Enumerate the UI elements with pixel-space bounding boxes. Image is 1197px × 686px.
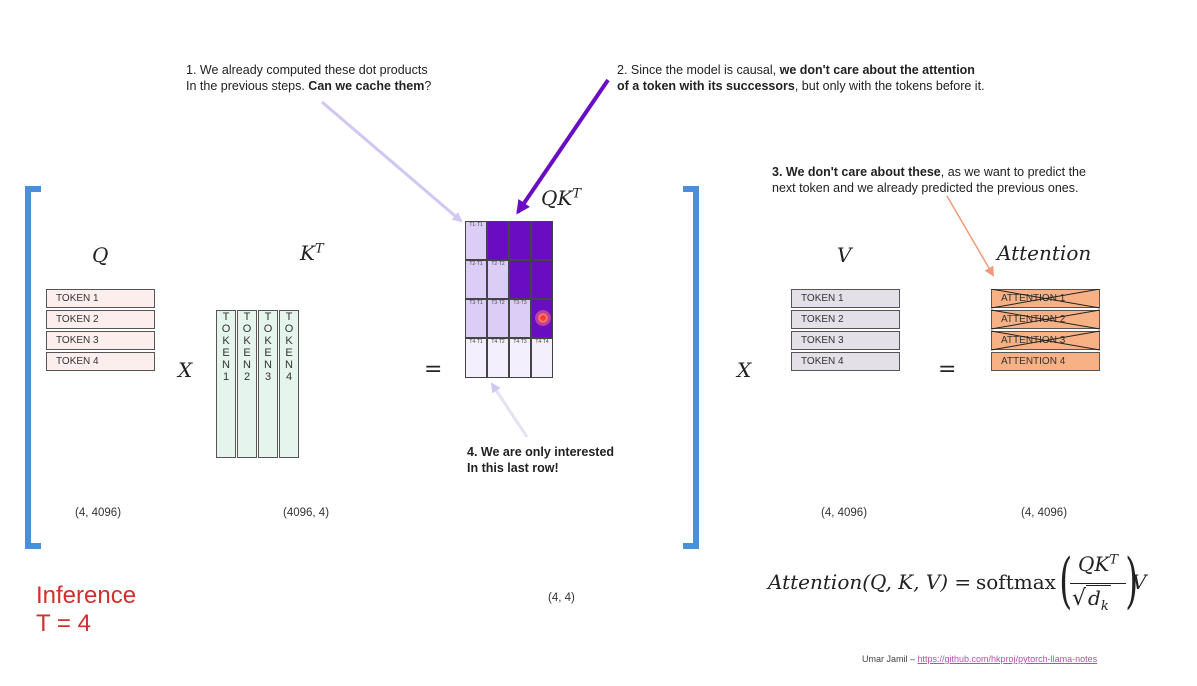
qkt-label: QKT bbox=[541, 186, 582, 210]
arrow-last-row bbox=[490, 382, 529, 438]
annotation-last-row: 4. We are only interested In this last r… bbox=[467, 444, 614, 476]
attention-row-4: ATTENTION 4 bbox=[991, 352, 1100, 371]
formula-denominator: √dk bbox=[1072, 585, 1111, 614]
qkt-cell-3-1: T3·T1 bbox=[465, 299, 487, 338]
annotation-causal-line1: 2. Since the model is causal, we don't c… bbox=[617, 63, 975, 77]
formula-lhs: Attention(Q, K, V) = bbox=[768, 570, 972, 594]
q-row-3: TOKEN 3 bbox=[46, 331, 155, 350]
formula-right-paren: ) bbox=[1125, 546, 1139, 616]
qkt-matrix: T1·T1 T2·T1 T2·T2 T3·T1 T3·T2 T3·T3 T4·T… bbox=[465, 221, 553, 378]
attention-matrix: ATTENTION 1 ATTENTION 2 ATTENTION 3 ATTE… bbox=[991, 289, 1100, 373]
arrow-cache bbox=[321, 100, 463, 223]
arrow-causal bbox=[516, 78, 610, 215]
right-bracket bbox=[683, 186, 699, 549]
q-matrix: TOKEN 1 TOKEN 2 TOKEN 3 TOKEN 4 bbox=[46, 289, 155, 373]
cursor-highlight-icon bbox=[535, 310, 551, 326]
attention-dimensions: (4, 4096) bbox=[1021, 507, 1068, 519]
footer-credit: Umar Jamil – https://github.com/hkproj/p… bbox=[862, 654, 1097, 664]
kt-dimensions: (4096, 4) bbox=[283, 507, 330, 519]
annotation-cache: 1. We already computed these dot product… bbox=[186, 62, 431, 94]
q-row-1: TOKEN 1 bbox=[46, 289, 155, 308]
qkt-cell-3-2: T3·T2 bbox=[487, 299, 509, 338]
annotation-last-row-line1: 4. We are only interested bbox=[467, 445, 615, 459]
qkt-cell-1-1: T1·T1 bbox=[465, 221, 487, 260]
q-row-2: TOKEN 2 bbox=[46, 310, 155, 329]
qkt-cell-1-2 bbox=[487, 221, 509, 260]
left-bracket bbox=[25, 186, 41, 549]
annotation-previous: 3. We don't care about these, as we want… bbox=[772, 164, 1086, 196]
footer-author: Umar Jamil – bbox=[862, 654, 918, 664]
crossed-out-rows-icon bbox=[991, 289, 1100, 351]
formula-numerator: QKT bbox=[1077, 552, 1118, 576]
qkt-cell-2-3 bbox=[509, 260, 531, 299]
kt-label: KT bbox=[300, 241, 324, 265]
annotation-cache-line2: In the previous steps. Can we cache them… bbox=[186, 79, 432, 93]
qkt-cell-3-3: T3·T3 bbox=[509, 299, 531, 338]
formula-rhs: V bbox=[1132, 570, 1147, 594]
qkt-cell-2-1: T2·T1 bbox=[465, 260, 487, 299]
attention-label: Attention bbox=[997, 241, 1092, 265]
q-dimensions: (4, 4096) bbox=[75, 507, 122, 519]
qkt-cell-1-4 bbox=[531, 221, 553, 260]
inference-title: Inference bbox=[36, 582, 137, 609]
annotation-last-row-line2: In this last row! bbox=[467, 461, 559, 475]
v-matrix: TOKEN 1 TOKEN 2 TOKEN 3 TOKEN 4 bbox=[791, 289, 900, 373]
v-row-3: TOKEN 3 bbox=[791, 331, 900, 350]
qkt-cell-1-3 bbox=[509, 221, 531, 260]
equals-symbol-1: = bbox=[424, 357, 443, 382]
qkt-dimensions: (4, 4) bbox=[548, 592, 575, 604]
footer-link[interactable]: https://github.com/hkproj/pytorch-llama-… bbox=[917, 654, 1098, 664]
equals-symbol-2: = bbox=[938, 357, 957, 382]
q-row-4: TOKEN 4 bbox=[46, 352, 155, 371]
v-row-2: TOKEN 2 bbox=[791, 310, 900, 329]
multiply-symbol-1: X bbox=[178, 358, 193, 382]
multiply-symbol-2: X bbox=[737, 358, 752, 382]
annotation-causal-line2: of a token with its successors, but only… bbox=[617, 79, 985, 93]
qkt-cell-2-4 bbox=[531, 260, 553, 299]
annotation-causal: 2. Since the model is causal, we don't c… bbox=[617, 62, 985, 94]
formula-fraction-bar bbox=[1070, 583, 1126, 584]
q-label: Q bbox=[92, 243, 109, 267]
inference-label: Inference T = 4 bbox=[36, 582, 136, 638]
arrow-previous bbox=[946, 195, 995, 277]
annotation-cache-line1: 1. We already computed these dot product… bbox=[186, 63, 428, 77]
annotation-previous-line1: 3. We don't care about these, as we want… bbox=[772, 165, 1086, 179]
sqrt-icon: √ bbox=[1072, 586, 1087, 611]
inference-step: T = 4 bbox=[36, 610, 91, 637]
v-row-4: TOKEN 4 bbox=[791, 352, 900, 371]
qkt-cell-2-2: T2·T2 bbox=[487, 260, 509, 299]
annotation-previous-line2: next token and we already predicted the … bbox=[772, 181, 1079, 195]
qkt-cell-4-4: T4·T4 bbox=[531, 338, 553, 378]
formula-left-paren: ( bbox=[1059, 546, 1073, 616]
attention-formula: Attention(Q, K, V) = softmax ( QKT √dk )… bbox=[768, 546, 1148, 618]
v-label: V bbox=[837, 243, 852, 267]
qkt-cell-4-2: T4·T2 bbox=[487, 338, 509, 378]
v-dimensions: (4, 4096) bbox=[821, 507, 868, 519]
formula-softmax: softmax bbox=[976, 570, 1056, 594]
qkt-cell-4-3: T4·T3 bbox=[509, 338, 531, 378]
qkt-cell-4-1: T4·T1 bbox=[465, 338, 487, 378]
qkt-cell-3-4 bbox=[531, 299, 553, 338]
v-row-1: TOKEN 1 bbox=[791, 289, 900, 308]
